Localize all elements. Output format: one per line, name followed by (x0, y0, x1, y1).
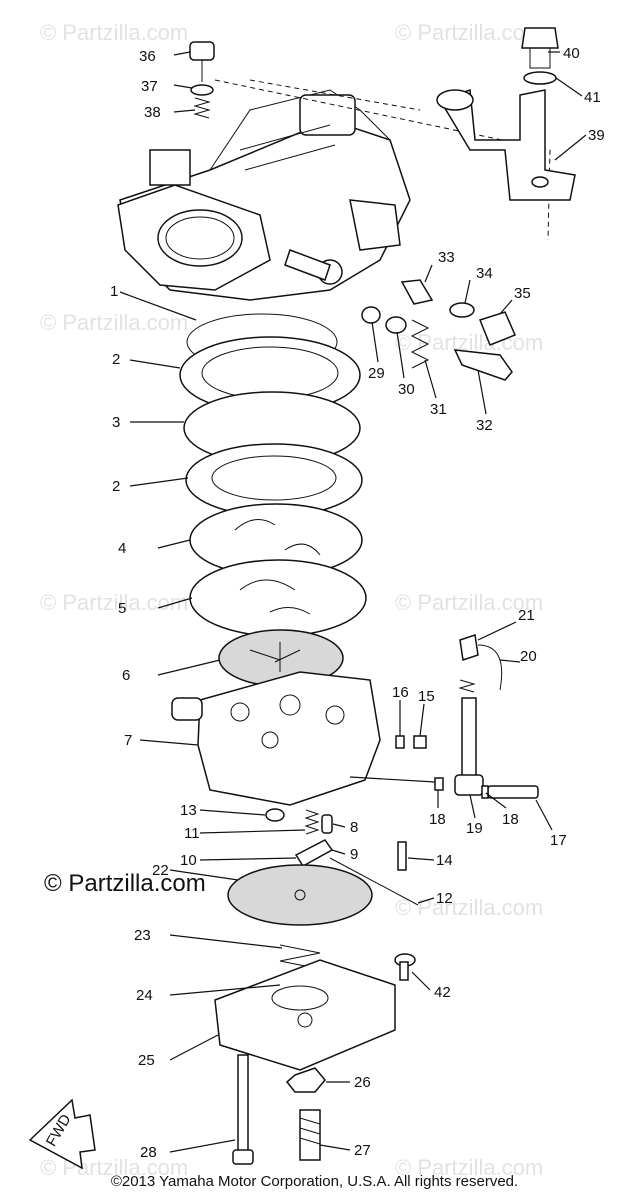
watermark-text: © Partzilla.com (40, 20, 188, 45)
callout-31: 31 (430, 401, 447, 418)
callout-2-lower: 2 (112, 478, 120, 495)
copyright-footer: ©2013 Yamaha Motor Corporation, U.S.A. A… (110, 1173, 519, 1190)
callout-41: 41 (584, 89, 601, 106)
watermark-text: © Partzilla.com (40, 590, 188, 615)
callout-29: 29 (368, 365, 385, 382)
callout-42: 42 (434, 984, 451, 1001)
gasket-lower (185, 443, 363, 517)
callout-39: 39 (588, 127, 605, 144)
callout-18-right: 18 (502, 811, 519, 828)
small-screws-15-16 (395, 735, 427, 749)
callout-2-upper: 2 (112, 351, 120, 368)
callout-6: 6 (122, 667, 130, 684)
watermark-text: © Partzilla.com (395, 1155, 543, 1180)
callout-5: 5 (118, 600, 126, 617)
pump-gasket (189, 559, 367, 637)
callout-30: 30 (398, 381, 415, 398)
callout-19: 19 (466, 820, 483, 837)
callout-4: 4 (118, 540, 126, 557)
diaphragm-cover (214, 959, 396, 1071)
callout-20: 20 (520, 648, 537, 665)
watermark-text: © Partzilla.com (395, 20, 543, 45)
bottom-fasteners (232, 1054, 326, 1165)
fuel-inlet-assembly (434, 634, 539, 799)
pilot-screw-assembly (189, 41, 215, 119)
callout-36: 36 (139, 48, 156, 65)
callout-10: 10 (180, 852, 197, 869)
housing-outline-dashed (214, 79, 551, 241)
watermark-text: © Partzilla.com (395, 590, 543, 615)
callout-35: 35 (514, 285, 531, 302)
callout-7: 7 (124, 732, 132, 749)
watermark-layer: © Partzilla.com © Partzilla.com © Partzi… (40, 20, 543, 1180)
callout-8: 8 (350, 819, 358, 836)
throttle-lever-bracket (436, 27, 576, 201)
callout-24: 24 (136, 987, 153, 1004)
callout-numbers: 36 37 38 40 41 39 33 34 35 29 30 31 32 1… (110, 45, 605, 1161)
callout-26: 26 (354, 1074, 371, 1091)
callout-21: 21 (518, 607, 535, 624)
callout-11: 11 (184, 825, 200, 842)
callout-1: 1 (110, 283, 118, 300)
callout-38: 38 (144, 104, 161, 121)
needle-and-lever (265, 808, 419, 906)
pump-body (171, 671, 381, 806)
partzilla-brand-label[interactable]: © Partzilla.com (44, 870, 206, 897)
callout-28: 28 (140, 1144, 157, 1161)
metering-diaphragm (227, 864, 373, 926)
callout-16: 16 (392, 684, 409, 701)
cover-screw-42 (394, 953, 416, 981)
callout-33: 33 (438, 249, 455, 266)
callout-17: 17 (550, 832, 567, 849)
leader-lines (119, 51, 587, 1153)
carburetor-body (117, 89, 411, 301)
callout-14: 14 (436, 852, 453, 869)
watermark-text: © Partzilla.com (395, 895, 543, 920)
callout-34: 34 (476, 265, 493, 282)
callout-9: 9 (350, 846, 358, 863)
callout-40: 40 (563, 45, 580, 62)
callout-32: 32 (476, 417, 493, 434)
callout-27: 27 (354, 1142, 371, 1159)
callout-37: 37 (141, 78, 158, 95)
callout-15: 15 (418, 688, 435, 705)
callout-22: 22 (152, 862, 169, 879)
callout-12: 12 (436, 890, 453, 907)
callout-25: 25 (138, 1052, 155, 1069)
callout-13: 13 (180, 802, 197, 819)
callout-23: 23 (134, 927, 151, 944)
fwd-arrow-icon: FWD (28, 1098, 96, 1170)
callout-3: 3 (112, 414, 120, 431)
mixture-screw-parts (361, 279, 516, 381)
watermark-text: © Partzilla.com (40, 310, 188, 335)
callout-18-left: 18 (429, 811, 446, 828)
